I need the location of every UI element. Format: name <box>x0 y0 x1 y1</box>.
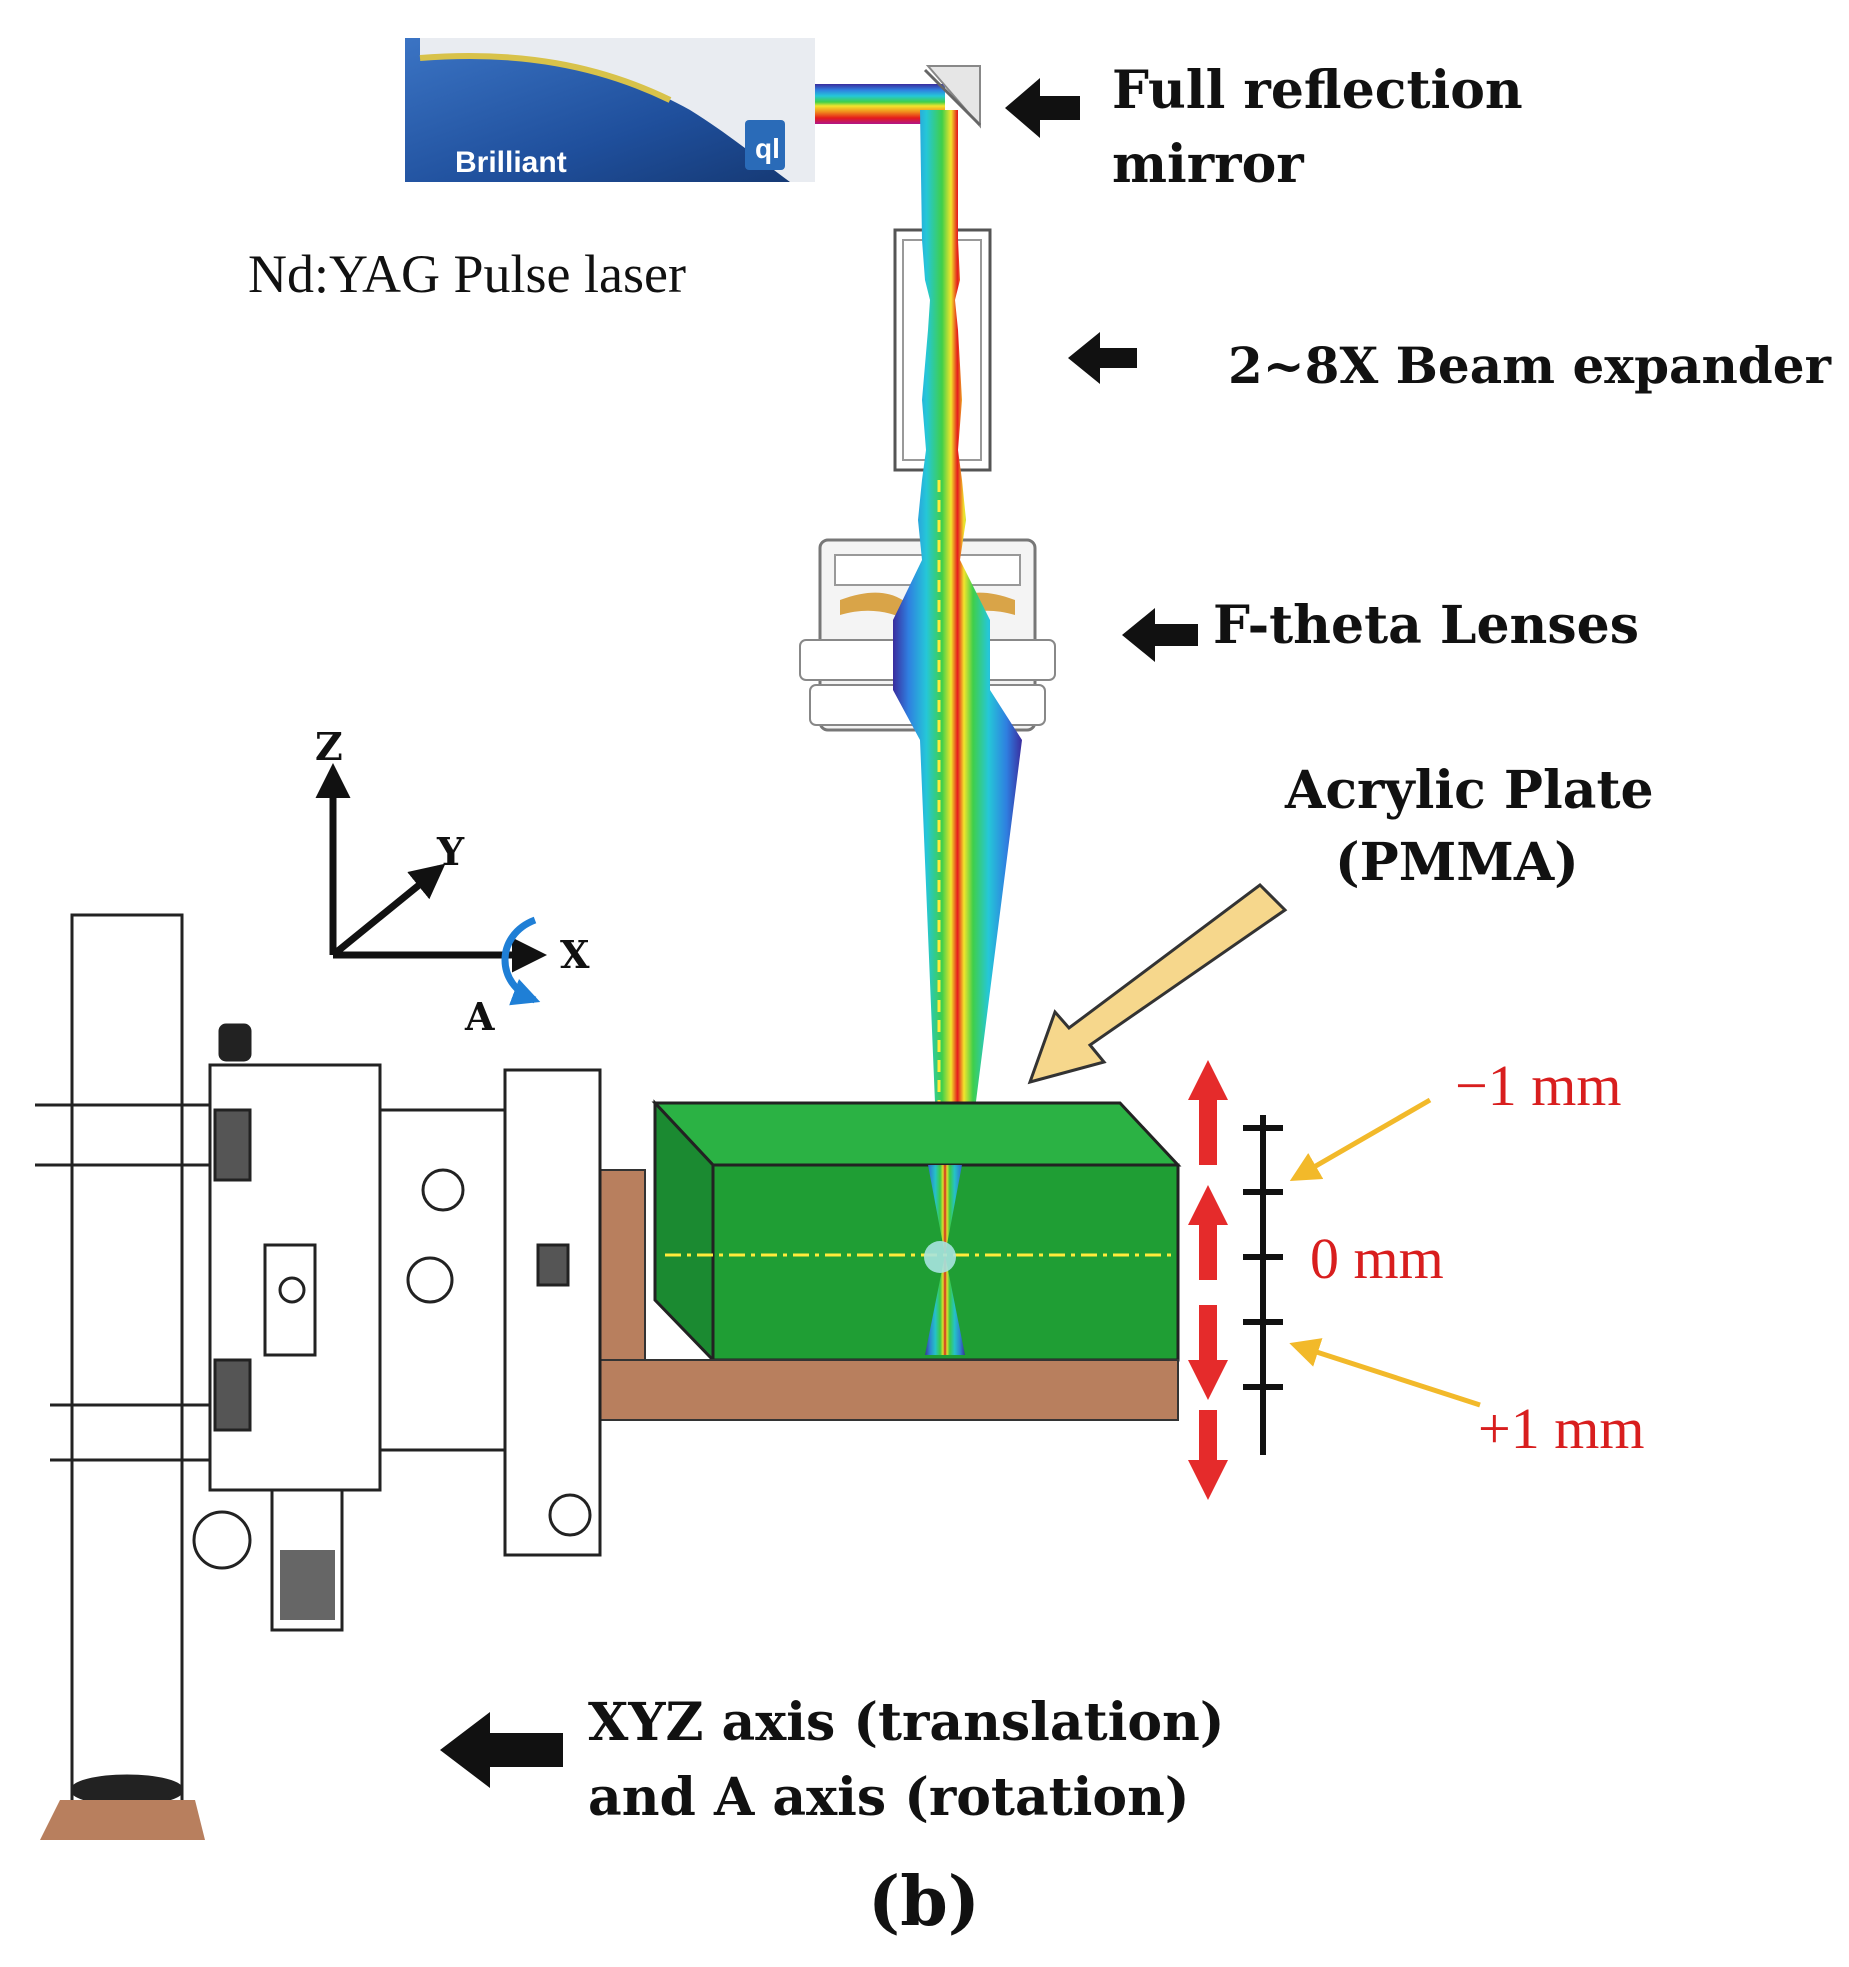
bracket-vertical <box>599 1169 646 1361</box>
focus-offset-scale <box>1243 1115 1283 1455</box>
laser-head: ql Brilliant <box>405 38 815 182</box>
mirror-label-line2: mirror <box>1112 134 1304 195</box>
stage-right-plate <box>503 1068 602 1557</box>
axis-z-label: Z <box>315 724 343 769</box>
xyza-stage <box>35 913 602 1840</box>
ftheta-label: F-theta Lenses <box>1213 595 1639 656</box>
stage-right-clamp <box>536 1243 570 1287</box>
y-axis-arrow <box>330 863 446 958</box>
offset-zero-label: 0 mm <box>1310 1226 1444 1291</box>
stage-knob-top <box>218 1023 252 1062</box>
z-motion-arrows <box>1188 1060 1228 1500</box>
stage-right-knob <box>548 1493 592 1537</box>
mirror-label-line1: Full reflection <box>1112 60 1523 121</box>
expander-callout-arrow <box>1068 332 1137 384</box>
axis-x-label: X <box>560 932 590 977</box>
column-base-top <box>70 1774 184 1806</box>
laser-logo-text: ql <box>755 133 780 164</box>
acrylic-top-face <box>651 1101 1182 1167</box>
mirror-callout-arrow <box>1005 78 1080 138</box>
full-reflection-mirror <box>923 65 982 129</box>
column-foot <box>40 1800 205 1840</box>
stage-screw <box>278 1276 306 1304</box>
axis-a-label: A <box>464 994 495 1039</box>
stage-label-line1: XYZ axis (translation) <box>588 1692 1224 1753</box>
acrylic-pointer-arrow <box>1027 883 1288 1085</box>
mirror-surface <box>923 68 982 127</box>
red-down-arrow-1 <box>1188 1305 1228 1400</box>
ql-logo-icon <box>745 120 785 170</box>
acrylic-label-line1: Acrylic Plate <box>1284 760 1654 821</box>
micrometer-knurl <box>280 1550 335 1620</box>
callout-arrows <box>440 78 1198 1788</box>
laser-housing-highlight <box>420 38 815 182</box>
bracket-horizontal <box>599 1359 1179 1421</box>
stage-column <box>70 913 184 1807</box>
offset-plus-label: +1 mm <box>1478 1396 1644 1461</box>
pointer-plus1 <box>1289 1338 1481 1408</box>
stage-left-knob <box>192 1510 252 1570</box>
focal-spot <box>924 1241 956 1273</box>
axis-y-label: Y <box>436 829 465 874</box>
stage-dial <box>421 1168 465 1212</box>
acrylic-pointer-shape <box>1027 883 1288 1085</box>
axis-triad: Z Y X A <box>315 724 590 1039</box>
a-rotation-arrow <box>501 916 541 1006</box>
ftheta-callout-arrow <box>1122 608 1198 662</box>
stage-middle-block <box>378 1108 507 1452</box>
laser-brand-text: Brilliant <box>455 146 567 179</box>
red-up-arrow-2 <box>1188 1185 1228 1280</box>
laser-trim <box>419 52 672 103</box>
stage-clamp-2 <box>213 1358 252 1432</box>
vertical-beam <box>893 110 1022 1345</box>
laser-label: Nd:YAG Pulse laser <box>248 244 686 304</box>
ftheta-lens-left <box>840 592 915 625</box>
stage-hex-nut <box>406 1256 454 1304</box>
red-down-arrow-2 <box>1188 1410 1228 1500</box>
pointer-minus1 <box>1289 1097 1432 1182</box>
acrylic-label-line2: (PMMA) <box>1335 832 1579 893</box>
expander-label: 2~8X Beam expander <box>1228 336 1832 395</box>
figure-caption: (b) <box>868 1862 980 1942</box>
offset-minus-label: −1 mm <box>1455 1053 1621 1118</box>
stage-slider <box>263 1243 317 1357</box>
red-up-arrow-1 <box>1188 1060 1228 1165</box>
stage-callout-arrow <box>440 1712 563 1788</box>
acrylic-plate <box>651 1099 1182 1364</box>
stage-clamp-1 <box>213 1108 252 1182</box>
stage-label-line2: and A axis (rotation) <box>588 1767 1190 1828</box>
